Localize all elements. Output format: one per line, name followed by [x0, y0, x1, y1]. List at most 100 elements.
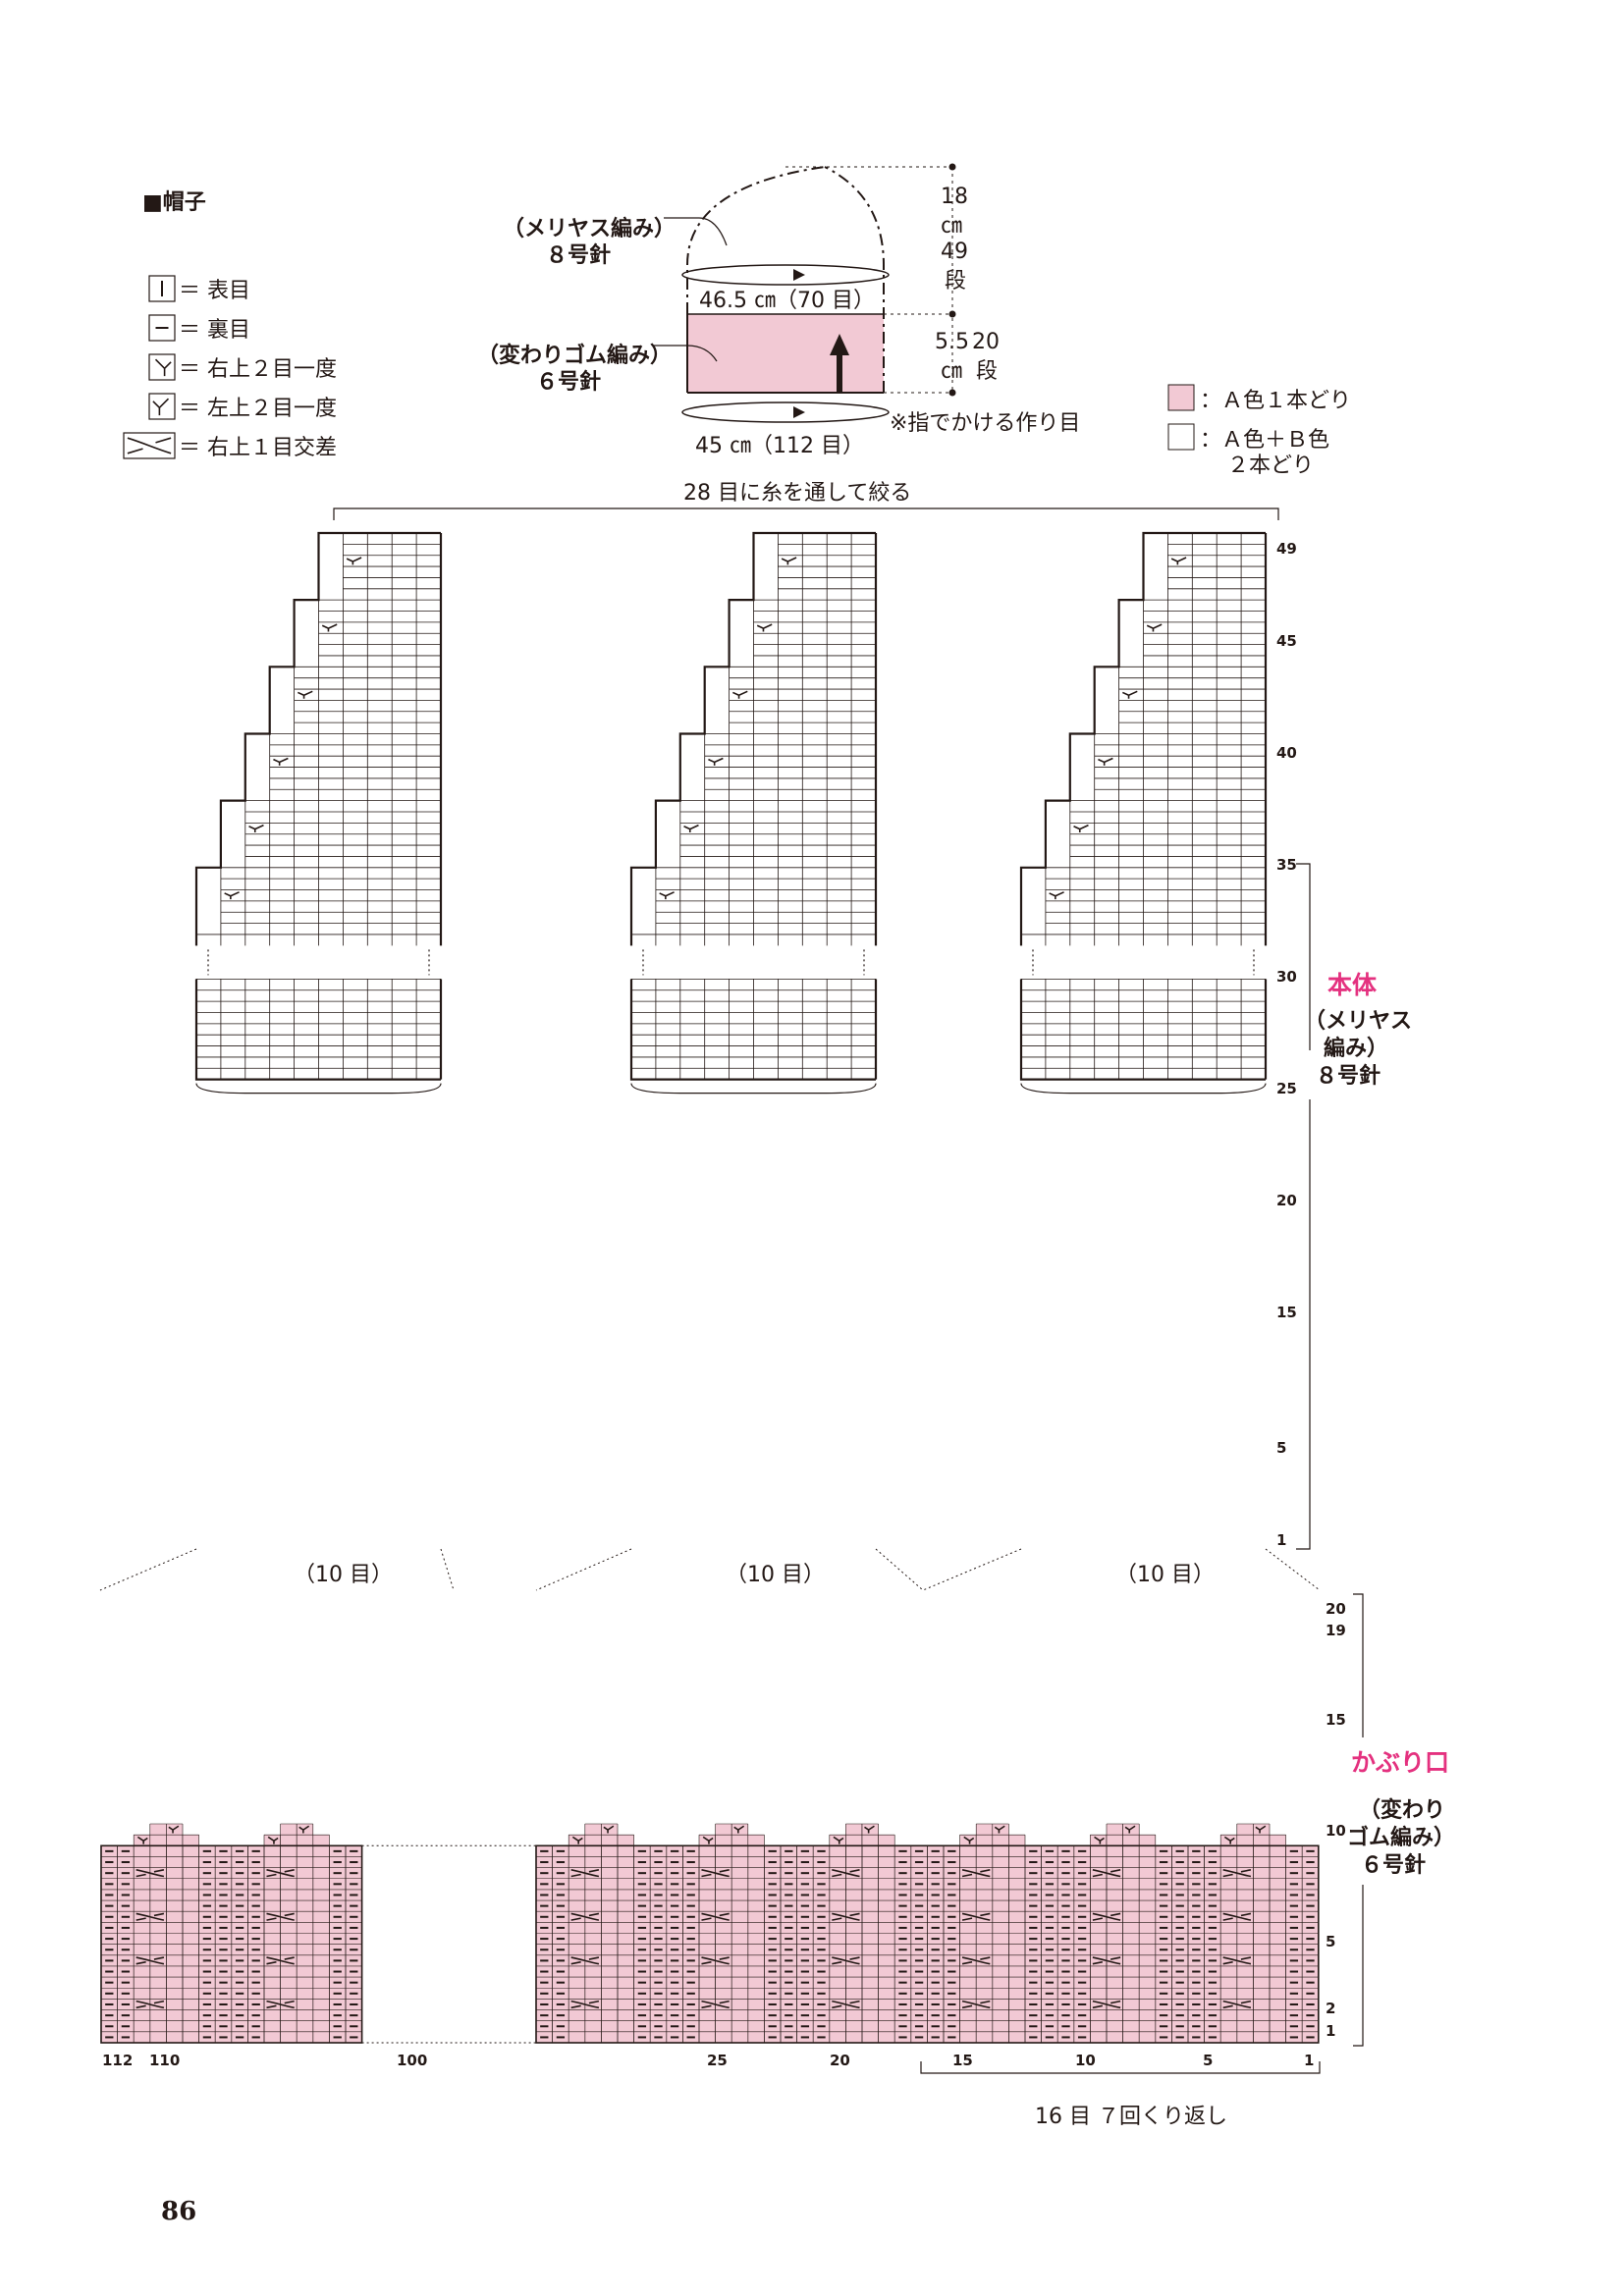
legend-left-dec-text: ＝ 左上２目一度 [179, 397, 337, 421]
cross-symbol [1222, 1912, 1252, 1921]
repeat-note: 16 目 ７回くり返し [1035, 2105, 1227, 2129]
schematic-rib-label: （変わりゴム編み） [477, 344, 673, 368]
left-dec-symbol [683, 824, 699, 833]
left-dec-symbol [733, 1825, 745, 1834]
row-tick: 19 [1326, 1622, 1346, 1639]
row-tick: 45 [1276, 632, 1297, 650]
cross-symbol [961, 2000, 991, 2009]
row-tick: 15 [1326, 1711, 1346, 1729]
schematic-body-label: （メリヤス編み） [503, 217, 677, 241]
right-dec-symbol [1094, 1836, 1105, 1844]
right-dec-symbol [267, 1836, 279, 1844]
panel-connector [875, 1548, 924, 1591]
left-dec-symbol [1146, 623, 1163, 632]
cross-symbol [135, 2000, 165, 2009]
row-tick: 20 [1276, 1192, 1297, 1209]
left-dec-symbol [864, 1825, 875, 1834]
right-dec-symbol [1223, 1836, 1235, 1844]
cross-symbol [1092, 1912, 1121, 1921]
rib-chart [100, 1823, 1320, 2044]
rib-bracket-upper [1353, 1593, 1364, 1737]
rib-outline [100, 1844, 363, 2044]
legend-knit-text: ＝ 表目 [179, 279, 250, 303]
chart-brackets [99, 507, 1364, 2074]
rib-sub1: （変わり [1359, 1798, 1446, 1823]
row-tick: 2 [1326, 2000, 1336, 2017]
row-tick: 15 [1276, 1304, 1297, 1321]
cross-symbol [570, 2000, 600, 2009]
height-top-rows: 49 [941, 240, 968, 264]
cross-symbol [961, 2000, 991, 2009]
cross-symbol [1222, 1956, 1252, 1965]
staircase-outline [1019, 531, 1266, 946]
cross-symbol [1092, 2000, 1121, 2009]
left-dec-symbol [781, 557, 797, 565]
panel-label-3: （10 目） [1115, 1563, 1215, 1587]
height-bottom-unit: ㎝ [941, 359, 963, 384]
body-panel [1019, 531, 1268, 1095]
panel-label-2: （10 目） [726, 1563, 825, 1587]
panel-brace [1020, 1083, 1267, 1095]
left-dec-symbol [346, 557, 362, 565]
cross-symbol [266, 1956, 295, 1965]
cross-symbol [1222, 1869, 1252, 1878]
cross-symbol [1092, 1956, 1121, 1965]
cross-symbol [832, 2000, 860, 2009]
cross-symbol [135, 1869, 165, 1878]
col-tick: 110 [149, 2052, 181, 2069]
dim-dot [948, 163, 956, 171]
cross-symbol [961, 1912, 991, 1921]
gather-note: 28 目に糸を通して絞る [683, 481, 912, 506]
left-dec-symbol [152, 398, 170, 416]
height-top-unit: ㎝ [941, 214, 963, 239]
schematic-rib-needle: ６号針 [536, 370, 602, 395]
left-dec-symbol [1121, 690, 1138, 699]
cross-symbol [570, 1956, 600, 1965]
cross-symbol [135, 1912, 165, 1921]
row-tick: 49 [1276, 540, 1297, 558]
row-tick: 35 [1276, 856, 1297, 874]
cross-symbol [961, 1912, 991, 1921]
height-bottom-rows: 20 [972, 330, 1000, 354]
legend-purl-text: ＝ 裏目 [179, 318, 250, 343]
left-dec-symbol [994, 1825, 1005, 1834]
rib-fill-top [618, 1835, 634, 1846]
col-tick: 25 [707, 2052, 728, 2069]
cross-symbol [701, 1956, 730, 1965]
cross-symbol [701, 1869, 730, 1878]
cross-symbol [266, 1912, 295, 1921]
cross-symbol [570, 1912, 600, 1921]
cross-symbol [701, 1956, 730, 1965]
rib-title: かぶり口 [1351, 1748, 1450, 1777]
cross-symbol [266, 1869, 295, 1878]
rib-left-fragment [100, 1823, 363, 2044]
right-dec-symbol [833, 1836, 844, 1844]
cross-symbol [266, 2000, 295, 2009]
cross-symbol [961, 1956, 991, 1965]
row-tick: 1 [1326, 2022, 1336, 2040]
cross-symbol [127, 437, 172, 454]
cross-symbol [961, 1869, 991, 1878]
cross-symbol [266, 2000, 295, 2009]
left-dec-symbol [708, 757, 724, 766]
panel-base-outline [194, 979, 441, 1081]
cross-symbol [1222, 1956, 1252, 1965]
right-dec-symbol [154, 358, 172, 377]
color-swatch-ab [1167, 423, 1195, 451]
panel-connector [922, 1548, 1022, 1591]
cross-symbol [1092, 1912, 1121, 1921]
cross-symbol [701, 1912, 730, 1921]
hat-outline-right [824, 166, 885, 393]
left-dec-symbol [273, 757, 289, 766]
legend-box [148, 393, 176, 420]
cast-on-note: ※指でかける作り目 [890, 411, 1081, 436]
body-chart [194, 531, 1268, 1095]
cross-symbol [135, 1869, 165, 1878]
cross-symbol [701, 1869, 730, 1878]
leader-body [664, 217, 728, 246]
panel-base-outline [629, 979, 876, 1081]
left-dec-symbol [1098, 757, 1113, 766]
row-tick: 5 [1276, 1439, 1287, 1457]
height-top-num: 18 [941, 185, 968, 209]
col-tick: 5 [1203, 2052, 1214, 2069]
